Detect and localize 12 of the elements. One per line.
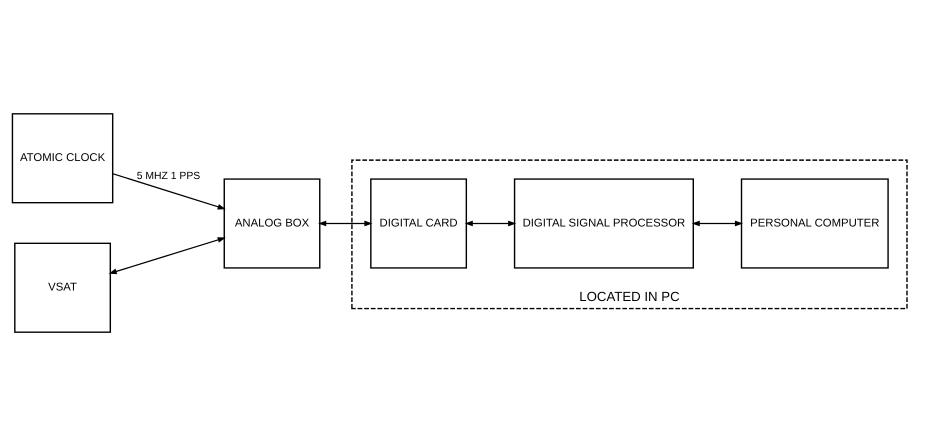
node-box: ANALOG BOX xyxy=(224,178,320,269)
node-box: DIGITAL SIGNAL PROCESSOR xyxy=(514,178,694,269)
arrow xyxy=(692,220,744,226)
arrow xyxy=(464,220,516,226)
node-box: DIGITAL CARD xyxy=(370,178,468,269)
arrow xyxy=(318,220,373,226)
arrow xyxy=(108,237,226,274)
edge-label: 5 MHZ 1 PPS xyxy=(136,170,200,182)
node-box: VSAT xyxy=(14,242,112,333)
node-box: PERSONAL COMPUTER xyxy=(740,178,889,269)
node-box: ATOMIC CLOCK xyxy=(12,113,114,204)
arrow xyxy=(112,173,226,210)
